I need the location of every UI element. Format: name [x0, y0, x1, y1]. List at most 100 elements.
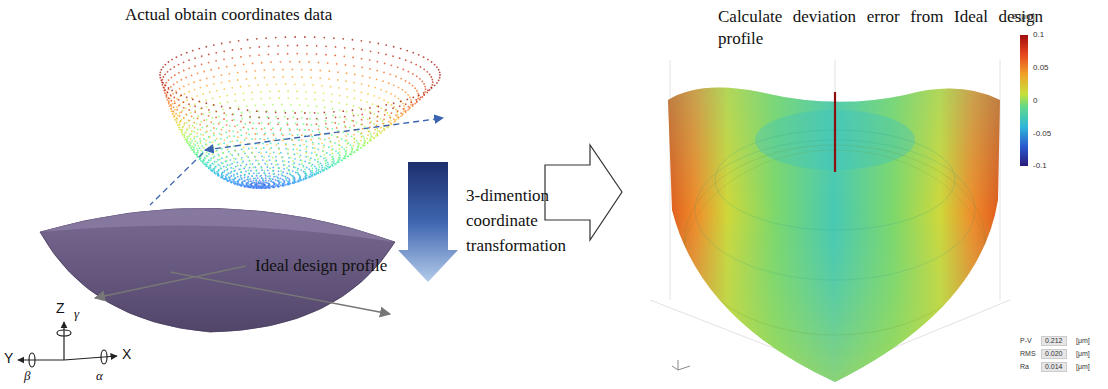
cloud-point [240, 184, 242, 186]
cloud-point [282, 156, 284, 158]
cloud-point [257, 177, 259, 179]
cloud-point [397, 110, 399, 112]
cloud-point [194, 103, 196, 105]
cloud-point [282, 139, 284, 141]
cloud-point [397, 114, 399, 116]
cloud-point [231, 181, 233, 183]
cloud-point [165, 85, 167, 87]
cloud-point [287, 90, 289, 92]
colorbar-tick: -0.05 [1033, 129, 1051, 139]
cloud-point [275, 183, 277, 185]
cloud-point [277, 185, 279, 187]
cloud-point [264, 186, 266, 188]
cloud-point [311, 136, 313, 138]
cloud-point [347, 142, 349, 144]
cloud-point [325, 126, 327, 128]
cloud-point [405, 110, 407, 112]
cloud-point [392, 55, 394, 57]
cloud-point [278, 186, 280, 188]
cloud-point [306, 118, 308, 120]
cloud-point [337, 136, 339, 138]
cloud-point [347, 155, 349, 157]
cloud-point [393, 102, 395, 104]
cloud-point [308, 168, 310, 170]
cloud-point [213, 127, 215, 129]
cloud-point [201, 113, 203, 115]
cloud-point [288, 183, 290, 185]
cloud-point [246, 179, 248, 181]
cloud-point [210, 159, 212, 161]
cloud-point [218, 169, 220, 171]
cloud-point [203, 159, 205, 161]
cloud-point [241, 182, 243, 184]
cloud-point [238, 184, 240, 186]
cloud-point [215, 52, 217, 54]
cloud-point [421, 96, 423, 98]
cloud-point [238, 154, 240, 156]
cloud-point [314, 166, 316, 168]
cloud-point [214, 166, 216, 168]
cloud-point [258, 151, 260, 153]
cloud-point [366, 138, 368, 140]
cloud-point [240, 56, 242, 58]
cloud-point [199, 158, 201, 160]
cloud-point [324, 139, 326, 141]
cloud-point [333, 37, 335, 39]
cloud-point [221, 43, 223, 45]
cloud-point [384, 63, 386, 65]
cloud-point [206, 131, 208, 133]
cloud-point [419, 78, 421, 80]
cloud-point [252, 127, 254, 129]
cloud-point [183, 107, 185, 109]
cloud-point [434, 64, 436, 66]
cloud-point [360, 147, 362, 149]
cloud-point [424, 86, 426, 88]
cloud-point [370, 50, 372, 52]
cloud-point [294, 112, 296, 114]
cloud-point [391, 64, 393, 66]
cloud-point [272, 178, 274, 180]
cloud-point [367, 142, 369, 144]
cloud-point [357, 114, 359, 116]
cloud-point [243, 92, 245, 94]
cloud-point [265, 177, 267, 179]
point-cloud [159, 36, 441, 189]
cloud-point [237, 165, 239, 167]
cloud-point [207, 155, 209, 157]
cloud-point [268, 172, 270, 174]
cloud-point [234, 177, 236, 179]
cloud-point [228, 176, 230, 178]
cloud-point [357, 131, 359, 133]
cloud-point [377, 135, 379, 137]
cloud-point [378, 130, 380, 132]
cloud-point [318, 62, 320, 64]
cloud-point [368, 85, 370, 87]
cloud-point [184, 132, 186, 134]
cloud-point [249, 116, 251, 118]
cloud-point [317, 112, 319, 114]
cloud-point [321, 168, 323, 170]
cloud-point [249, 122, 251, 124]
cloud-point [423, 83, 425, 85]
cloud-point [270, 181, 272, 183]
cloud-point [301, 160, 303, 162]
cloud-point [205, 140, 207, 142]
cloud-point [288, 169, 290, 171]
cloud-point [256, 169, 258, 171]
cloud-point [333, 111, 335, 113]
cloud-point [296, 124, 298, 126]
cloud-point [287, 97, 289, 99]
cloud-point [317, 161, 319, 163]
cloud-point [254, 70, 256, 72]
cloud-point [298, 139, 300, 141]
cloud-point [292, 116, 294, 118]
cloud-point [294, 36, 296, 38]
grey-axis-line [170, 272, 390, 314]
cloud-point [220, 168, 222, 170]
cloud-point [240, 165, 242, 167]
cloud-point [294, 144, 296, 146]
cloud-point [268, 117, 270, 119]
cloud-point [203, 113, 205, 115]
deviation-surface [660, 70, 1010, 389]
